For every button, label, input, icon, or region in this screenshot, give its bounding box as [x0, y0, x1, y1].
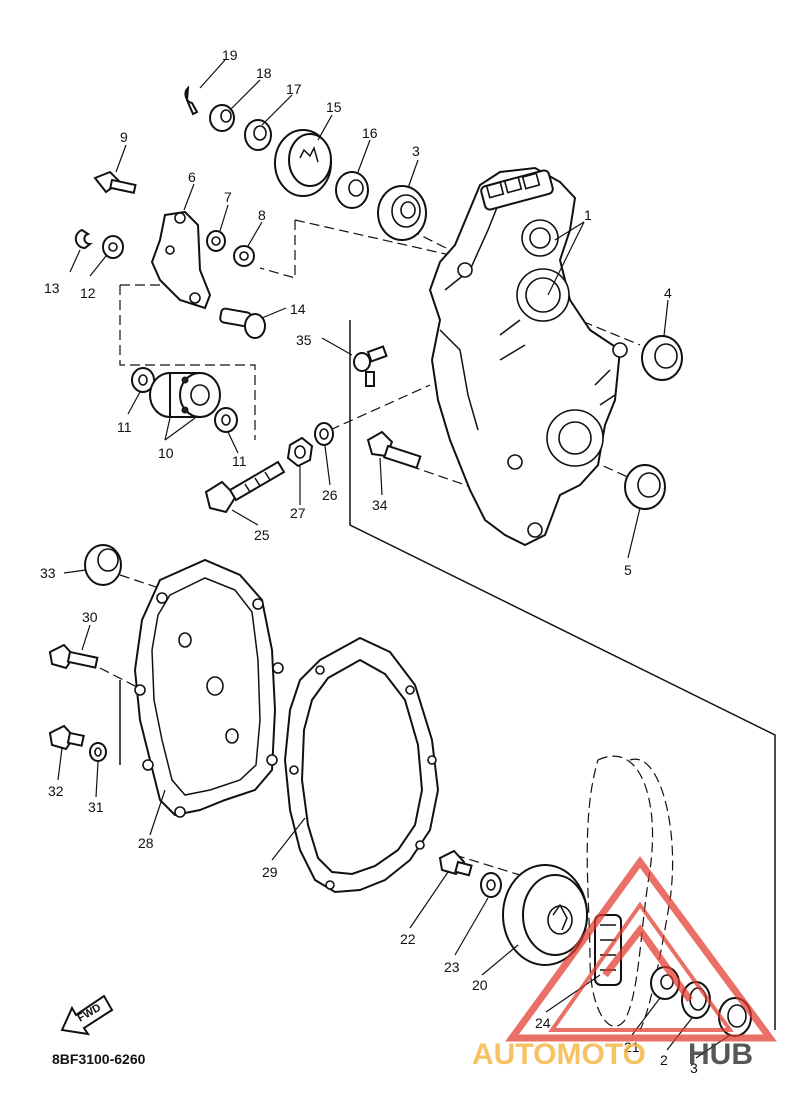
diagram-part-code: 8BF3100-6260: [52, 1051, 146, 1067]
fwd-direction-arrow: FWD: [60, 994, 114, 1036]
bolt-30: [48, 643, 99, 670]
callout-32: 32: [48, 783, 64, 799]
callout-31: 31: [88, 799, 104, 815]
callout-26: 26: [322, 487, 338, 503]
nut-27: [286, 436, 314, 468]
callout-3-lower: 3: [690, 1060, 698, 1076]
callout-35: 35: [296, 332, 312, 348]
washer-26: [314, 422, 334, 446]
bracket-6: [150, 210, 212, 310]
callout-4: 4: [664, 285, 672, 301]
spacer-16: [335, 171, 369, 209]
watermark-text-a: AUTOMOTO: [472, 1038, 646, 1071]
callout-16: 16: [362, 125, 378, 141]
gearcase-housing: [428, 166, 628, 547]
callout-18: 18: [256, 65, 272, 81]
callout-2: 2: [660, 1052, 668, 1068]
callout-33: 33: [40, 565, 56, 581]
nut-18: [209, 104, 235, 132]
callout-7: 7: [224, 189, 232, 205]
bolt-9: [93, 170, 137, 195]
callout-10: 10: [158, 445, 174, 461]
watermark-logo-icon: [505, 856, 777, 1042]
callout-12: 12: [80, 285, 96, 301]
callout-28: 28: [138, 835, 154, 851]
watermark-text: AUTOMOTO HUB: [472, 1038, 753, 1071]
callout-15: 15: [326, 99, 342, 115]
callout-27: 27: [290, 505, 306, 521]
oil-seal-5: [624, 464, 666, 510]
bolt-25: [204, 460, 286, 514]
oil-seal-4: [641, 335, 683, 381]
callout-5: 5: [624, 562, 632, 578]
gasket-29: [283, 636, 440, 894]
bearing-3-upper: [377, 185, 427, 241]
callout-6: 6: [188, 169, 196, 185]
leader-lines: [57, 59, 731, 1059]
callout-13: 13: [44, 280, 60, 296]
callout-17: 17: [286, 81, 302, 97]
washer-11-left: [131, 367, 155, 393]
washer-31: [89, 742, 107, 762]
callout-labels: 19 18 17 15 16 3 1 9 6 7 8 13 12 14 35 4…: [40, 47, 698, 1076]
shaft-14: [219, 307, 266, 339]
callout-30: 30: [82, 609, 98, 625]
callout-24: 24: [535, 1015, 551, 1031]
callout-19: 19: [222, 47, 238, 63]
callout-9: 9: [120, 129, 128, 145]
callout-25: 25: [254, 527, 270, 543]
bolt-34: [366, 430, 422, 470]
grease-nipple-35: [353, 345, 388, 387]
seal-33: [84, 544, 122, 586]
callout-11-right: 11: [232, 453, 247, 469]
washer-12: [102, 235, 124, 259]
watermark-text-b: HUB: [688, 1038, 753, 1071]
washer-7: [206, 230, 226, 252]
callout-8: 8: [258, 207, 266, 223]
circlip-13: [74, 228, 93, 250]
pin-19: [184, 85, 199, 116]
bolt-32: [48, 724, 85, 751]
callout-21: 21: [624, 1039, 640, 1055]
callout-11-left: 11: [117, 419, 132, 435]
sprocket-15: [274, 129, 332, 197]
callout-3-upper: 3: [412, 143, 420, 159]
callout-34: 34: [372, 497, 388, 513]
bushing-8: [233, 245, 255, 267]
callout-22: 22: [400, 931, 416, 947]
washer-11-right: [214, 407, 238, 433]
callout-23: 23: [444, 959, 460, 975]
gearcase-cover-28: [133, 558, 284, 818]
roller-bearing-10: [149, 372, 221, 418]
washer-17: [244, 119, 272, 151]
washer-23: [480, 872, 502, 898]
sprocket-20: [502, 864, 588, 966]
callout-1: 1: [584, 207, 592, 223]
bolt-22: [438, 849, 473, 877]
callout-14: 14: [290, 301, 306, 317]
callout-29: 29: [262, 864, 278, 880]
callout-20: 20: [472, 977, 488, 993]
